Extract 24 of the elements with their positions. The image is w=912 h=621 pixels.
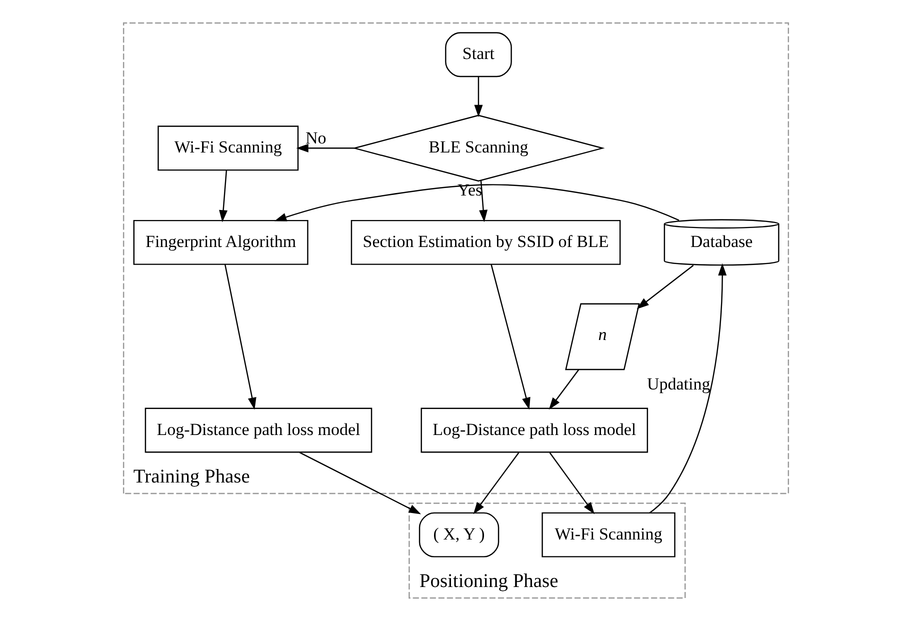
node-box: Start bbox=[445, 32, 512, 78]
node-box: Wi-Fi Scanning bbox=[542, 512, 676, 558]
arrow bbox=[299, 452, 422, 514]
arrow bbox=[274, 184, 680, 222]
node-box: Fingerprint Algorithm bbox=[133, 220, 308, 265]
arrow bbox=[296, 144, 354, 152]
node-diamond: BLE Scanning bbox=[352, 114, 605, 182]
arrow bbox=[548, 369, 580, 410]
edge-label: Yes bbox=[457, 180, 482, 200]
node-box: Wi-Fi Scanning bbox=[158, 126, 299, 171]
arrow bbox=[224, 264, 256, 410]
node-box: Log-Distance path loss model bbox=[144, 408, 372, 453]
arrow bbox=[219, 170, 228, 222]
arrow bbox=[473, 452, 520, 514]
node-box: Log-Distance path loss model bbox=[420, 408, 648, 453]
node-box: Section Estimation by SSID of BLE bbox=[350, 220, 621, 265]
arrow bbox=[549, 452, 595, 514]
node-box: ( X, Y ) bbox=[418, 512, 500, 558]
edge-label: No bbox=[306, 128, 326, 148]
arrow bbox=[479, 180, 488, 222]
edge-label: Updating bbox=[646, 374, 710, 394]
arrow bbox=[636, 264, 694, 310]
arrow bbox=[474, 76, 483, 118]
arrow bbox=[490, 264, 530, 410]
